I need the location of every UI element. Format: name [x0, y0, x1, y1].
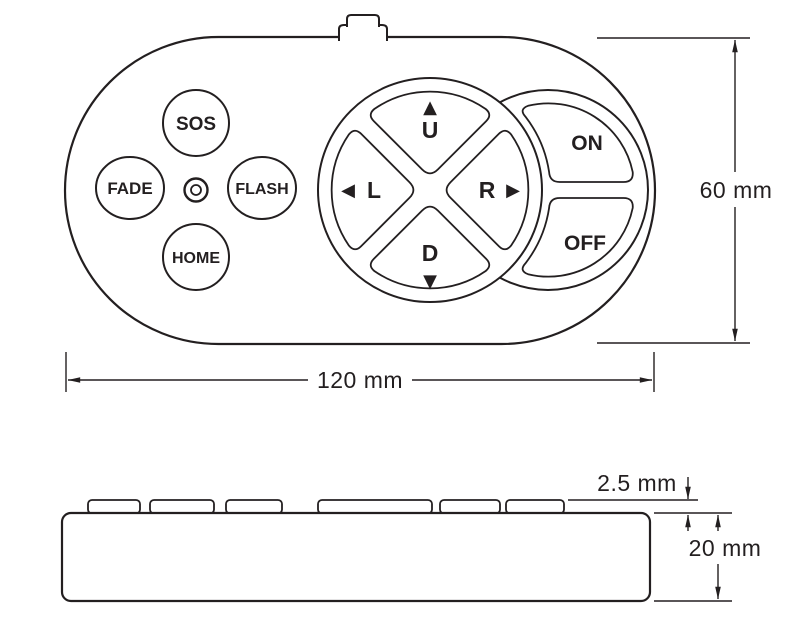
flash-button [227, 156, 297, 220]
right-arrow-icon: ▶ [506, 180, 520, 201]
side-view-buttons [87, 499, 565, 515]
remote-side-view [60, 499, 652, 603]
led-indicator-dot [190, 184, 202, 196]
fade-button-label: FADE [107, 179, 152, 198]
height-label-backing [696, 172, 776, 207]
side-button-4 [317, 499, 433, 515]
thickness-dimension-label: 20 mm [689, 535, 762, 561]
thickness-label-backing [684, 531, 766, 564]
side-button-2 [149, 499, 215, 515]
button-height-dimension-label: 2.5 mm [597, 470, 677, 496]
on-button-label: ON [571, 132, 603, 155]
side-button-6 [505, 499, 565, 515]
left-arrow-icon: ◀ [341, 180, 355, 201]
top-tab-upper [346, 14, 380, 27]
width-dimension-label: 120 mm [317, 367, 403, 393]
sos-button [162, 89, 230, 157]
side-button-3 [225, 499, 283, 515]
dpad-up-label: U [422, 117, 439, 143]
off-button-label: OFF [564, 232, 606, 255]
dpad-left-label: L [367, 177, 381, 203]
down-arrow-icon: ▼ [423, 271, 437, 292]
side-body-outline [60, 511, 652, 603]
flash-button-label: FLASH [235, 181, 288, 198]
side-button-5 [439, 499, 501, 515]
dpad-outline [317, 77, 543, 303]
fade-button [95, 156, 165, 220]
height-dimension-label: 60 mm [700, 177, 773, 203]
home-button-label: HOME [172, 250, 220, 267]
home-button [162, 223, 230, 291]
dpad-right-label: R [479, 177, 496, 203]
width-label-backing [308, 362, 412, 397]
up-arrow-icon: ▲ [423, 97, 437, 118]
remote-top-view [63, 14, 657, 346]
top-tab-lower [338, 24, 388, 41]
side-button-1 [87, 499, 141, 515]
sos-button-label: SOS [176, 114, 216, 135]
dpad-down-label: D [422, 240, 439, 266]
